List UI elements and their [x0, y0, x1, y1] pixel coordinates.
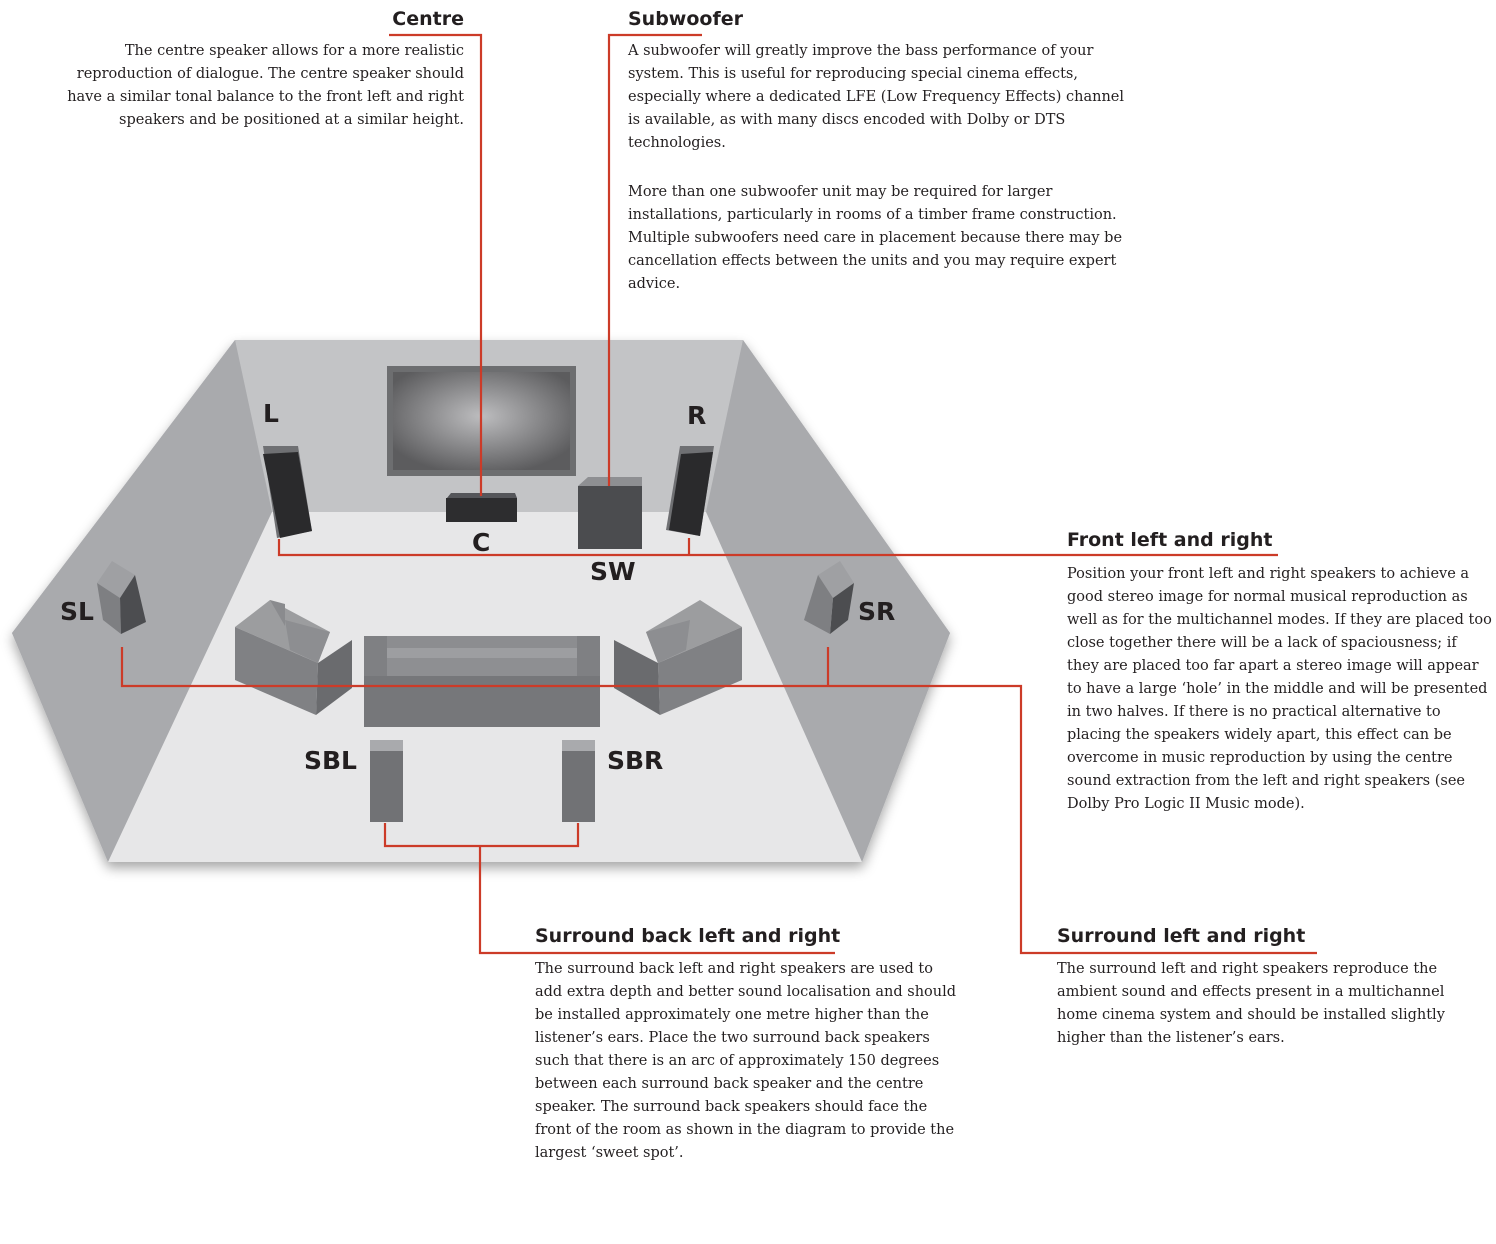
front-right-speaker	[669, 452, 713, 536]
surround-back-right-speaker-top	[562, 740, 595, 751]
leader-lines	[120, 33, 1317, 955]
speaker-label-r: R	[687, 401, 707, 430]
sofa	[364, 636, 600, 727]
speaker-label-sl: SL	[60, 597, 94, 626]
surround-back-heading: Surround back left and right	[535, 925, 841, 947]
front-left-speaker	[263, 452, 312, 538]
centre-heading: Centre	[392, 8, 464, 30]
surround-back-left-speaker	[370, 751, 403, 822]
surround-back-text: The surround back left and right speaker…	[535, 961, 957, 1161]
speaker-label-sr: SR	[858, 597, 896, 626]
subwoofer	[578, 486, 642, 549]
surround-back-right-speaker	[562, 751, 595, 822]
surround-back-leader-drop	[478, 846, 835, 955]
centre-leader-line	[389, 33, 483, 496]
front-heading: Front left and right	[1067, 529, 1273, 551]
right-armchair	[614, 600, 742, 715]
surround-text: The surround left and right speakers rep…	[1057, 961, 1445, 1046]
centre-speaker	[446, 498, 517, 522]
surround-back-leader-line	[383, 823, 580, 848]
surround-left-speaker-top	[97, 561, 135, 598]
surround-right-speaker-top	[818, 561, 854, 598]
left-wall	[12, 340, 272, 862]
surround-right-speaker-front	[830, 583, 854, 634]
subwoofer-text-1: A subwoofer will greatly improve the bas…	[628, 43, 1124, 151]
surround-left-speaker-side	[120, 575, 146, 634]
front-text: Position your front left and right speak…	[1067, 566, 1492, 812]
centre-text: The centre speaker allows for a more rea…	[67, 43, 464, 128]
surround-leader-line	[120, 647, 1317, 955]
surround-heading: Surround left and right	[1057, 925, 1306, 947]
subwoofer-heading: Subwoofer	[628, 8, 743, 30]
surround-right-speaker-side	[804, 575, 833, 634]
speaker-label-sw: SW	[590, 557, 636, 586]
speaker-label-l: L	[263, 399, 279, 428]
front-leader-line	[277, 539, 1278, 557]
subwoofer-text-2: More than one subwoofer unit may be requ…	[628, 184, 1123, 292]
speaker-label-sbl: SBL	[304, 746, 357, 775]
subwoofer-leader-line	[607, 33, 702, 486]
speaker-label-sbr: SBR	[607, 746, 664, 775]
left-armchair	[235, 600, 352, 715]
surround-left-speaker-front	[97, 583, 121, 634]
surround-back-left-speaker-top	[370, 740, 403, 751]
speaker-label-c: C	[472, 528, 491, 557]
